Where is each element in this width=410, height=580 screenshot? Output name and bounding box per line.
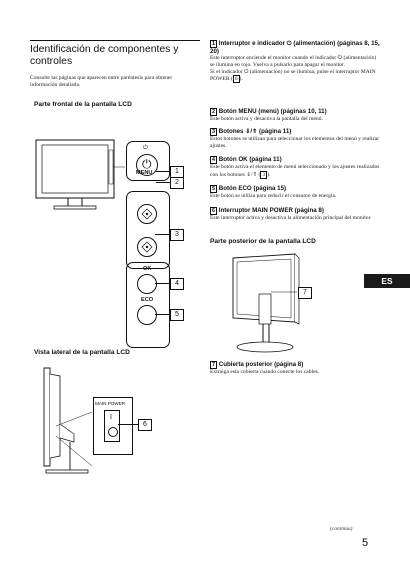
title-rule	[30, 40, 200, 41]
callout-6: 6	[138, 419, 152, 431]
item-5-body: Este botón se utiliza para reducir el co…	[210, 193, 337, 199]
item-1-heading: Interruptor e indicador ⏻ (alimentación)…	[210, 40, 380, 55]
item-5-number: 5	[210, 185, 217, 193]
item-1-body: Este interruptor enciende el monitor cua…	[210, 55, 377, 68]
item-2-number: 2	[210, 108, 217, 116]
power-indicator-icon: ⏻	[143, 145, 148, 151]
item-6-body: Este interruptor activa y desactiva la a…	[210, 215, 372, 221]
language-tab: ES	[364, 274, 410, 288]
callout-line-4	[155, 283, 170, 284]
section-back-heading: Parte posterior de la pantalla LCD	[210, 238, 316, 245]
item-6-heading: Interruptor MAIN POWER (página 8)	[218, 207, 324, 214]
power-on-mark: I	[110, 414, 112, 421]
callout-line-6	[118, 424, 138, 425]
item-3-number: 3	[210, 128, 217, 136]
item-1-ref: 6	[232, 75, 240, 84]
callout-7: 7	[298, 287, 312, 299]
intro-text: Consulte las páginas que aparecen entre …	[30, 75, 173, 88]
item-2: 2 Botón MENU (menú) (páginas 10, 11) Est…	[210, 108, 380, 123]
monitor-back-illustration	[232, 253, 300, 353]
page-number: 5	[362, 537, 369, 549]
ok-eco-frame	[126, 262, 170, 348]
main-power-label: MAIN POWER	[95, 401, 126, 406]
item-2-body: Este botón activa y desactiva la pantall…	[210, 116, 323, 122]
item-4-body-text: Este botón activa el elemento de menú se…	[210, 164, 380, 178]
item-3-heading: Botones ⇓/⇑ (página 11)	[218, 128, 292, 135]
section-side-heading: Vista lateral de la pantalla LCD	[34, 349, 130, 356]
eco-label: ECO	[141, 297, 154, 303]
continued-note: (continúa)	[330, 526, 353, 532]
item-7-body: Extraiga esta cubierta cuando conecte lo…	[210, 369, 320, 375]
item-1-body-2-text: Si el indicador ⏻ (alimentación) no se i…	[210, 68, 376, 83]
power-icon: ⏻	[142, 157, 152, 171]
page-title: Identificación de componentes y controle…	[30, 44, 179, 67]
item-4: 4 Botón OK (página 11) Este botón activa…	[210, 156, 380, 179]
item-2-heading: Botón MENU (menú) (páginas 10, 11)	[218, 108, 327, 115]
ok-label: OK	[143, 266, 152, 272]
item-4-body-end: ).	[267, 171, 271, 178]
diamond-up-icon	[141, 208, 153, 220]
item-7: 7 Cubierta posterior (página 8) Extraiga…	[210, 361, 380, 376]
menu-label: MENU	[136, 170, 153, 176]
callout-line-3	[155, 234, 170, 235]
item-4-body: Este botón activa el elemento de menú se…	[210, 164, 380, 179]
item-4-ref: 3	[260, 170, 268, 179]
item-6-number: 6	[210, 207, 217, 215]
power-button[interactable]: ⏻	[136, 154, 158, 176]
callout-3: 3	[170, 229, 184, 241]
diamond-down-icon	[141, 241, 153, 253]
arrow-buttons-frame	[126, 191, 170, 269]
callout-line-5	[155, 314, 170, 315]
item-7-number: 7	[210, 361, 217, 369]
main-power-switch[interactable]: I	[104, 410, 120, 442]
up-button[interactable]	[137, 204, 157, 224]
monitor-side-illustration	[43, 367, 93, 474]
monitor-front-illustration	[35, 139, 125, 210]
ok-button[interactable]	[137, 274, 157, 294]
callout-line-1	[156, 171, 170, 172]
power-panel-frame	[126, 141, 170, 181]
item-1: 1 Interruptor e indicador ⏻ (alimentació…	[210, 40, 380, 84]
callout-5: 5	[170, 309, 184, 321]
item-1-body-2: Si el indicador ⏻ (alimentación) no se i…	[210, 69, 380, 84]
item-4-number: 4	[210, 156, 217, 164]
item-5: 5 Botón ECO (página 15) Este botón se ut…	[210, 185, 380, 200]
item-1-body-2-end: ).	[239, 76, 243, 83]
eco-button[interactable]	[137, 305, 157, 325]
callout-4: 4	[170, 278, 184, 290]
item-4-heading: Botón OK (página 11)	[218, 156, 282, 163]
item-7-heading: Cubierta posterior (página 8)	[218, 361, 304, 368]
down-button[interactable]	[137, 237, 157, 257]
item-3: 3 Botones ⇓/⇑ (página 11) Estos botones …	[210, 128, 380, 149]
power-off-mark-icon	[108, 427, 118, 437]
item-6: 6 Interruptor MAIN POWER (página 8) Este…	[210, 207, 380, 222]
item-3-body: Estos botones se utilizan para seleccion…	[210, 136, 380, 149]
callout-line-2	[156, 182, 170, 183]
callout-2: 2	[170, 177, 184, 189]
item-1-number: 1	[210, 40, 217, 48]
item-5-heading: Botón ECO (página 15)	[218, 185, 287, 192]
section-front-heading: Parte frontal de la pantalla LCD	[34, 101, 132, 108]
